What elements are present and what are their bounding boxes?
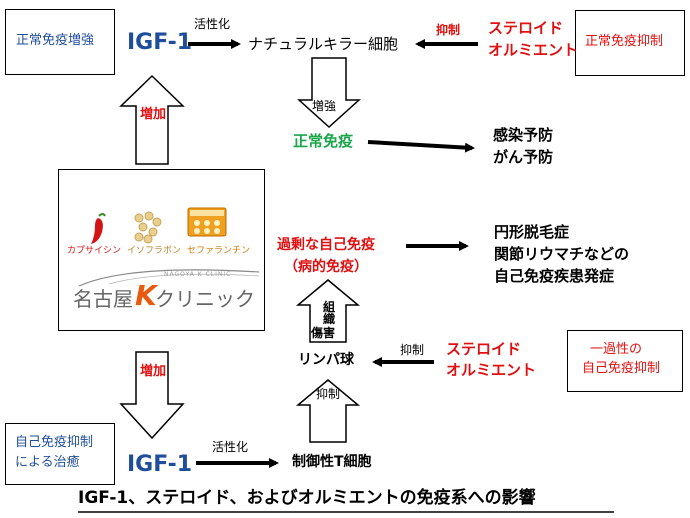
normal-immunity-suppress-box: 正常免疫抑制 bbox=[575, 10, 685, 76]
label-increase-top: 増加 bbox=[140, 107, 167, 122]
label-suppress-bottom: 抑制 bbox=[400, 343, 425, 357]
igf1-top-node: IGF-1 bbox=[127, 30, 193, 55]
label-increase-bottom: 増加 bbox=[140, 364, 167, 379]
hollow-arrow-increase-top bbox=[119, 74, 185, 165]
lymphocyte-node: リンパ球 bbox=[298, 352, 354, 368]
treg-node: 制御性T細胞 bbox=[292, 454, 372, 470]
arrow-normal-to-prevention bbox=[367, 140, 475, 153]
diagram-title: IGF-1、ステロイド、およびオルミエントの免疫系への影響 bbox=[78, 488, 536, 508]
label-tissue-4: 害 bbox=[323, 326, 336, 340]
transient-suppress-line2: 自己免疫抑制 bbox=[582, 361, 661, 376]
normal-immunity-node: 正常免疫 bbox=[293, 132, 354, 150]
label-suppress-up: 抑制 bbox=[316, 387, 341, 401]
cepharanthine-label: セファランチン bbox=[187, 246, 251, 256]
hollow-arrow-suppress-up bbox=[295, 379, 361, 443]
disease-line3: 自己免疫疾患発症 bbox=[494, 267, 615, 285]
disease-line2: 関節リウマチなどの bbox=[494, 245, 630, 263]
label-tissue-1: 組 bbox=[323, 300, 336, 314]
nk-cell-node: ナチュラルキラー細胞 bbox=[248, 35, 399, 53]
isoflavone-label: イソフラボン bbox=[127, 246, 182, 256]
label-tissue-2: 織 bbox=[323, 312, 336, 326]
autoimmune-therapy-line1: 自己免疫抑制 bbox=[15, 435, 94, 450]
excessive-immunity-line2: （病的免疫） bbox=[284, 259, 368, 275]
clinic-logo-box: カプサイシン イソフラボン セファランチン NAGOYA K CLINIC 名古… bbox=[58, 169, 265, 331]
transient-autoimmune-suppress-box: 一過性の 自己免疫抑制 bbox=[567, 330, 683, 392]
capsaicin-label: カプサイシン bbox=[67, 246, 122, 256]
normal-immunity-enhance-box: 正常免疫増強 bbox=[5, 9, 115, 75]
cepharanthine-package-icon bbox=[187, 207, 227, 237]
autoimmune-therapy-line2: による治癒 bbox=[15, 455, 80, 470]
excessive-immunity-line1: 過剰な自己免疫 bbox=[277, 237, 375, 253]
prevention-line1: 感染予防 bbox=[493, 126, 554, 144]
label-tissue-3: 傷 bbox=[311, 326, 324, 340]
normal-immunity-suppress-label: 正常免疫抑制 bbox=[585, 34, 664, 49]
clinic-k-mark: K bbox=[135, 279, 157, 312]
autoimmune-therapy-box: 自己免疫抑制 による治癒 bbox=[5, 423, 115, 485]
hollow-arrow-enhance bbox=[297, 57, 361, 129]
prevention-line2: がん予防 bbox=[493, 148, 554, 166]
label-activate-top: 活性化 bbox=[194, 17, 231, 31]
transient-suppress-line1: 一過性の bbox=[590, 342, 643, 357]
chili-pepper-icon bbox=[91, 213, 106, 244]
logo-tagline: NAGOYA K CLINIC bbox=[164, 271, 232, 278]
hollow-arrow-increase-bottom bbox=[119, 351, 185, 440]
label-enhance: 増強 bbox=[312, 99, 337, 113]
steroid-top-line1: ステロイド bbox=[488, 19, 564, 37]
steroid-bottom-line1: ステロイド bbox=[446, 340, 522, 358]
steroid-top-line2: オルミエント bbox=[488, 41, 579, 59]
hollow-arrow-tissue-damage bbox=[295, 279, 361, 343]
steroid-bottom-line2: オルミエント bbox=[446, 361, 537, 379]
clinic-name-suffix: クリニック bbox=[155, 287, 255, 311]
clinic-name-prefix: 名古屋 bbox=[73, 287, 133, 311]
label-suppress-top: 抑制 bbox=[436, 23, 461, 37]
normal-immunity-enhance-label: 正常免疫増強 bbox=[16, 33, 95, 48]
disease-line1: 円形脱毛症 bbox=[494, 223, 570, 241]
logo-swoosh bbox=[78, 269, 260, 287]
label-activate-bottom: 活性化 bbox=[212, 440, 249, 454]
igf1-bottom-node: IGF-1 bbox=[127, 452, 193, 477]
soybeans-icon bbox=[134, 211, 162, 244]
